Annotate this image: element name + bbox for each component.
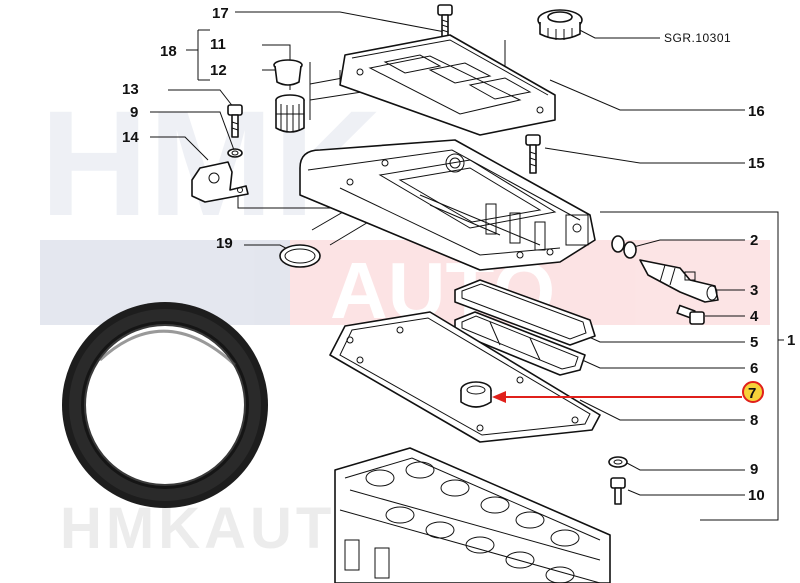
callout-14: 14 xyxy=(122,129,139,146)
group-bracket-18 xyxy=(186,29,210,81)
bracket-14 xyxy=(191,161,249,203)
gasket-5 xyxy=(454,279,596,346)
cover-plate-16 xyxy=(339,34,556,136)
callout-11: 11 xyxy=(210,36,226,53)
gasket-8 xyxy=(329,311,601,443)
cylinder-head xyxy=(334,447,611,583)
washer-9-lower xyxy=(608,456,628,468)
callout-12: 12 xyxy=(210,62,227,79)
filter-12 xyxy=(275,94,305,133)
callout-3: 3 xyxy=(750,282,758,299)
callout-7-highlight xyxy=(742,381,764,403)
callout-13: 13 xyxy=(122,81,139,98)
oil-seal-photo xyxy=(62,302,268,508)
bolt-4 xyxy=(676,304,705,325)
callout-9-lower: 9 xyxy=(750,461,758,478)
callout-4: 4 xyxy=(750,308,759,325)
callout-2: 2 xyxy=(750,232,758,249)
seal-7-small xyxy=(460,381,492,408)
callout-9-upper: 9 xyxy=(130,104,138,121)
cap-11 xyxy=(273,59,303,86)
callout-18: 18 xyxy=(160,43,177,60)
callout-17: 17 xyxy=(212,5,229,22)
reference-code: SGR.10301 xyxy=(664,31,731,45)
cam-cover xyxy=(299,139,596,271)
seals-2 xyxy=(611,235,637,259)
bolt-15 xyxy=(525,134,541,174)
washer-9-upper xyxy=(227,148,243,158)
group-bracket-1 xyxy=(600,211,784,521)
connector-3 xyxy=(639,259,719,303)
callout-8: 8 xyxy=(750,412,758,429)
callout-7: 7 xyxy=(748,385,756,402)
bolt-17 xyxy=(437,4,453,38)
callout-19: 19 xyxy=(216,235,233,252)
callout-10: 10 xyxy=(748,487,765,504)
bolt-10 xyxy=(610,477,626,505)
callout-6: 6 xyxy=(750,360,758,377)
callout-1: 1 xyxy=(787,332,795,349)
highlight-arrow xyxy=(492,391,742,403)
callout-16: 16 xyxy=(748,103,765,120)
callout-15: 15 xyxy=(748,155,765,172)
callout-labels: 17 18 11 12 13 9 14 19 SGR.10301 16 15 2… xyxy=(122,5,795,504)
bolt-13 xyxy=(227,104,243,138)
oring-19 xyxy=(279,244,321,268)
oil-filler-cap xyxy=(537,9,583,40)
callout-5: 5 xyxy=(750,334,758,351)
